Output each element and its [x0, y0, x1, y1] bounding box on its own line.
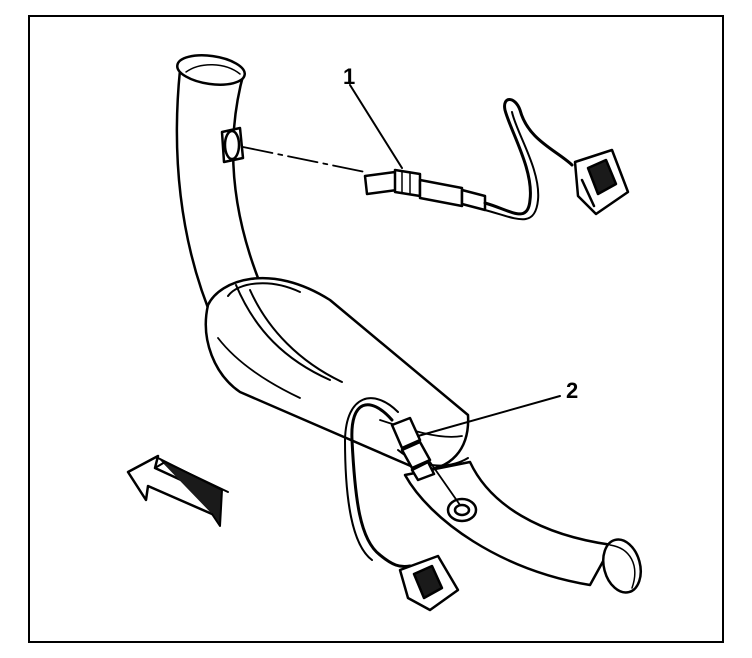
connector-plug-icon	[573, 148, 630, 216]
connector-plug-icon	[398, 554, 460, 612]
diagram-frame	[28, 15, 724, 643]
callout-2-leader	[417, 395, 561, 437]
catalytic-converter	[204, 276, 470, 472]
flow-direction-arrow-icon	[126, 454, 229, 527]
callout-label-2: 2	[566, 378, 579, 403]
callout-1-leader	[349, 84, 403, 169]
oxygen-sensor-2	[344, 397, 461, 612]
downstream-exhaust-pipe	[403, 460, 642, 594]
callout-label-1: 1	[343, 64, 356, 89]
oxygen-sensor-1	[242, 98, 630, 221]
